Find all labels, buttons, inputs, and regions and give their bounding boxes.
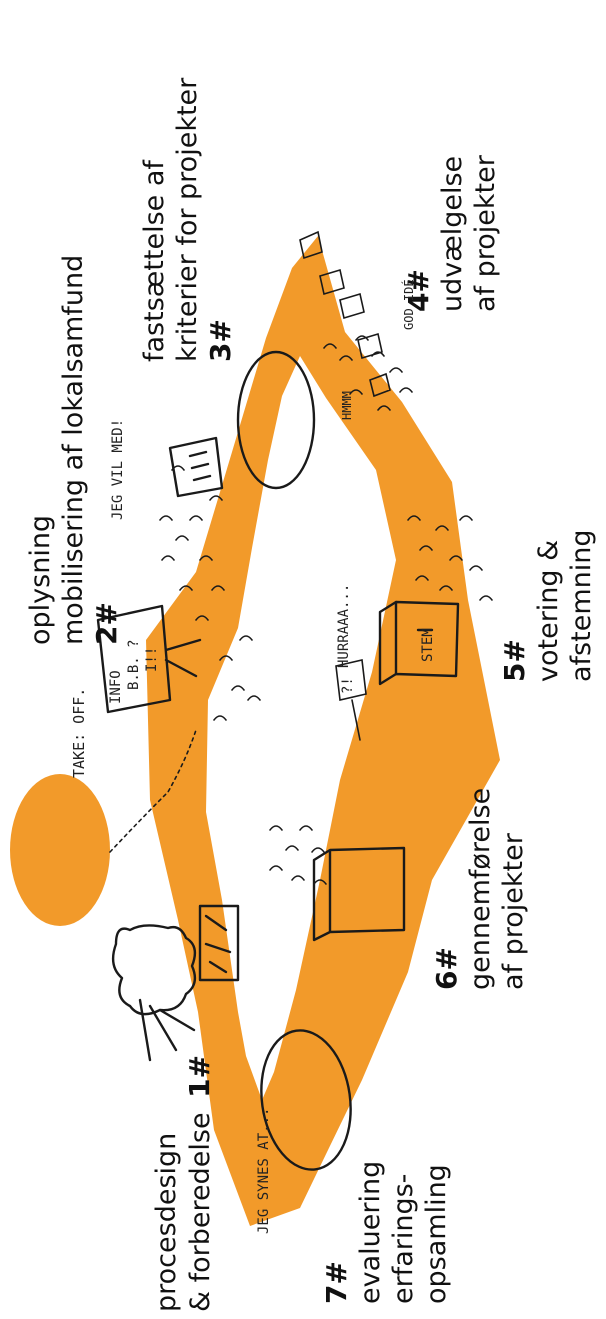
stage-5-line-2: afstemning <box>566 530 597 682</box>
stage-7-line-3: opsamling <box>421 1164 452 1304</box>
stage-1-line-1: procesdesign <box>151 1133 182 1312</box>
hmm-text: HMMM <box>340 391 354 420</box>
stage-1-label: procesdesign & forberedelse 1# <box>150 1055 217 1312</box>
stage-4-line-1: udvælgelse <box>437 156 468 312</box>
stage-6-label: 6# gennemførelse af projekter <box>430 788 530 990</box>
stage-6-line-2: af projekter <box>498 833 529 990</box>
stage-7-number: 7# <box>320 1261 353 1304</box>
stage-2-label: oplysning mobilisering af lokalsamfund 2… <box>24 255 124 645</box>
crowd-stage-6 <box>270 826 326 884</box>
stage-6-line-1: gennemførelse <box>465 788 496 990</box>
stage-1-number: 1# <box>183 1055 216 1098</box>
hurraaa-text: HURRAAA... <box>336 584 352 668</box>
stage-3-label: fastsættelse af kriterier for projekter … <box>138 78 238 362</box>
stage-5-label: 5# votering & afstemning <box>498 530 598 682</box>
balloon-icon <box>10 774 110 926</box>
god-ide-text: GOD IDÉ <box>402 279 416 330</box>
stage-3-line-2: kriterier for projekter <box>172 78 203 362</box>
stage-2-line-1: oplysning <box>25 515 56 645</box>
stage-3-line-1: fastsættelse af <box>139 160 170 362</box>
sign-i-text: I!! <box>144 647 160 672</box>
stage-1-line-2: & forberedelse <box>185 1112 216 1312</box>
stage-2-number: 2# <box>90 602 123 645</box>
tree-sketch <box>113 925 195 1060</box>
takeoff-text: TAKE: OFF. <box>70 688 88 778</box>
info-sign-text: INFO <box>108 670 124 704</box>
stage-4-line-2: af projekter <box>470 155 501 312</box>
stage-7-label: 7# evaluering erfarings- opsamling <box>320 1161 453 1304</box>
stage-3-number: 3# <box>204 319 237 362</box>
stage-2-line-2: mobilisering af lokalsamfund <box>58 255 89 645</box>
sign-q-text: ?! <box>340 677 356 694</box>
stage-5-line-1: votering & <box>533 540 564 682</box>
stage-7-line-1: evaluering <box>355 1161 386 1304</box>
criteria-sign <box>170 438 222 496</box>
stage-6-number: 6# <box>430 947 463 990</box>
stage-4-label: 4# udvælgelse af projekter <box>402 155 502 312</box>
jeg-vil-med-text: JEG VIL MED! <box>110 419 126 520</box>
stage-7-line-2: erfarings- <box>388 1174 419 1304</box>
jeg-synes-at-text: JEG SYNES AT... <box>256 1108 272 1234</box>
sign-b-text: B.B. ? <box>126 639 142 690</box>
stem-box-text: STEM <box>420 628 436 662</box>
stage-5-number: 5# <box>498 639 531 682</box>
